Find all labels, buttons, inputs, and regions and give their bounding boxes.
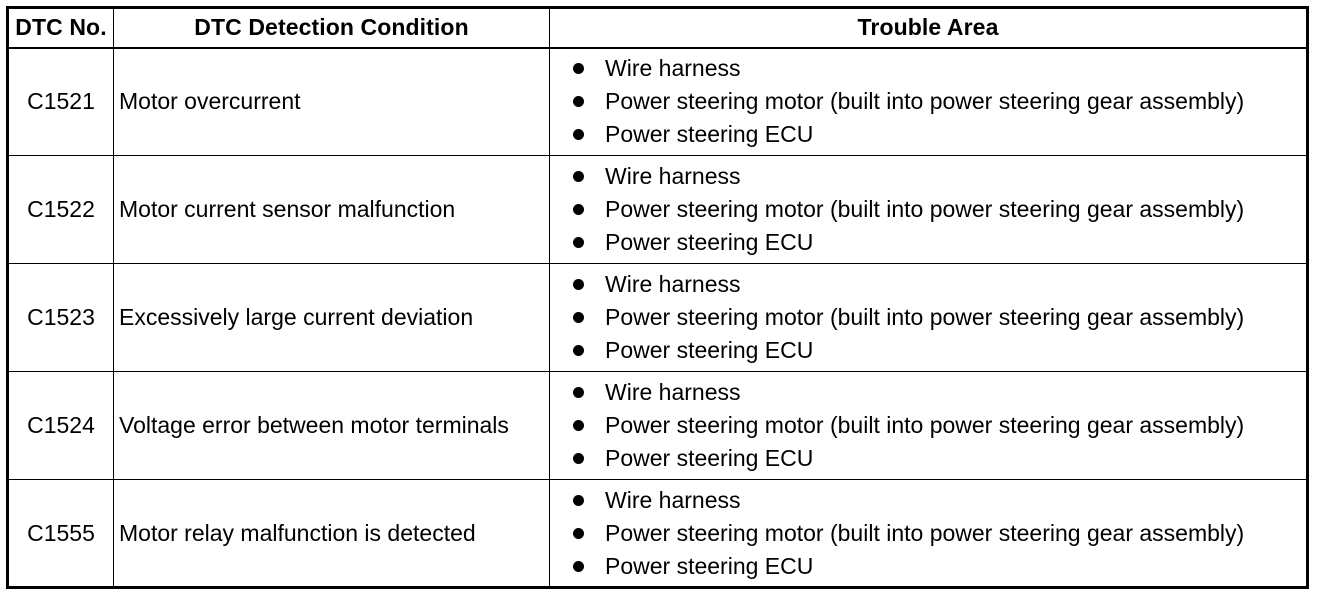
dtc-code: C1521 (7, 47, 114, 156)
list-item: Power steering ECU (570, 442, 1306, 475)
trouble-area-list: Wire harness Power steering motor (built… (570, 52, 1306, 151)
list-item: Power steering ECU (570, 334, 1306, 367)
trouble-area-text: Wire harness (605, 486, 741, 513)
trouble-area-text: Power steering motor (built into power s… (605, 88, 1245, 115)
trouble-area-list: Wire harness Power steering motor (built… (570, 268, 1306, 367)
header-detection-condition: DTC Detection Condition (113, 7, 550, 49)
list-item: Power steering ECU (570, 118, 1306, 151)
trouble-area-text: Wire harness (605, 163, 741, 189)
list-item: Power steering motor (built into power s… (570, 301, 1306, 334)
dtc-code: C1555 (7, 479, 114, 588)
header-dtc-no: DTC No. (7, 7, 114, 49)
table-row: C1524 Voltage error between motor termin… (7, 371, 1308, 480)
bullet-icon (573, 237, 584, 248)
bullet-icon (573, 453, 584, 464)
trouble-area-text: Power steering ECU (605, 337, 814, 363)
bullet-icon (573, 345, 584, 356)
list-item: Power steering ECU (570, 550, 1306, 583)
trouble-area-text: Wire harness (605, 271, 741, 297)
dtc-code: C1524 (7, 371, 114, 480)
trouble-area-text: Power steering motor (built into power s… (605, 519, 1245, 546)
bullet-icon (573, 129, 584, 141)
trouble-area-cell: Wire harness Power steering motor (built… (549, 479, 1308, 588)
trouble-area-cell: Wire harness Power steering motor (built… (549, 371, 1308, 480)
detection-condition: Motor relay malfunction is detected (113, 479, 550, 588)
trouble-area-text: Power steering motor (built into power s… (605, 304, 1245, 330)
trouble-area-cell: Wire harness Power steering motor (built… (549, 47, 1308, 156)
trouble-area-cell: Wire harness Power steering motor (built… (549, 155, 1308, 264)
bullet-icon (573, 420, 584, 431)
list-item: Wire harness (570, 268, 1306, 301)
trouble-area-text: Power steering ECU (605, 445, 814, 471)
list-item: Wire harness (570, 52, 1306, 85)
dtc-code: C1523 (7, 263, 114, 372)
bullet-icon (573, 312, 584, 323)
list-item: Power steering motor (built into power s… (570, 517, 1306, 550)
bullet-icon (573, 204, 584, 215)
bullet-icon (573, 63, 584, 75)
table-row: C1521 Motor overcurrent Wire harness Pow… (7, 47, 1308, 156)
detection-condition: Motor overcurrent (113, 47, 550, 156)
table-row: C1555 Motor relay malfunction is detecte… (7, 479, 1308, 588)
trouble-area-text: Power steering ECU (605, 121, 814, 148)
bullet-icon (573, 387, 584, 398)
trouble-area-list: Wire harness Power steering motor (built… (570, 160, 1306, 259)
dtc-code: C1522 (7, 155, 114, 264)
bullet-icon (573, 96, 584, 108)
trouble-area-text: Wire harness (605, 55, 741, 82)
bullet-icon (573, 279, 584, 290)
detection-condition: Excessively large current deviation (113, 263, 550, 372)
list-item: Wire harness (570, 160, 1306, 193)
trouble-area-list: Wire harness Power steering motor (built… (570, 484, 1306, 583)
bullet-icon (573, 494, 584, 506)
list-item: Wire harness (570, 376, 1306, 409)
trouble-area-text: Power steering ECU (605, 552, 814, 579)
trouble-area-text: Power steering motor (built into power s… (605, 412, 1245, 438)
trouble-area-text: Power steering motor (built into power s… (605, 196, 1245, 222)
list-item: Power steering motor (built into power s… (570, 85, 1306, 118)
bullet-icon (573, 560, 584, 572)
table-header: DTC No. DTC Detection Condition Trouble … (7, 7, 1308, 49)
list-item: Power steering motor (built into power s… (570, 193, 1306, 226)
detection-condition: Voltage error between motor terminals (113, 371, 550, 480)
list-item: Power steering motor (built into power s… (570, 409, 1306, 442)
dtc-table: DTC No. DTC Detection Condition Trouble … (6, 6, 1309, 589)
trouble-area-text: Wire harness (605, 379, 741, 405)
bullet-icon (573, 171, 584, 182)
table-row: C1522 Motor current sensor malfunction W… (7, 155, 1308, 264)
list-item: Power steering ECU (570, 226, 1306, 259)
table-row: C1523 Excessively large current deviatio… (7, 263, 1308, 372)
trouble-area-list: Wire harness Power steering motor (built… (570, 376, 1306, 475)
table-body: C1521 Motor overcurrent Wire harness Pow… (7, 47, 1308, 588)
bullet-icon (573, 527, 584, 539)
header-row: DTC No. DTC Detection Condition Trouble … (7, 7, 1308, 49)
list-item: Wire harness (570, 484, 1306, 517)
trouble-area-text: Power steering ECU (605, 229, 814, 255)
detection-condition: Motor current sensor malfunction (113, 155, 550, 264)
header-trouble-area: Trouble Area (549, 7, 1308, 49)
trouble-area-cell: Wire harness Power steering motor (built… (549, 263, 1308, 372)
